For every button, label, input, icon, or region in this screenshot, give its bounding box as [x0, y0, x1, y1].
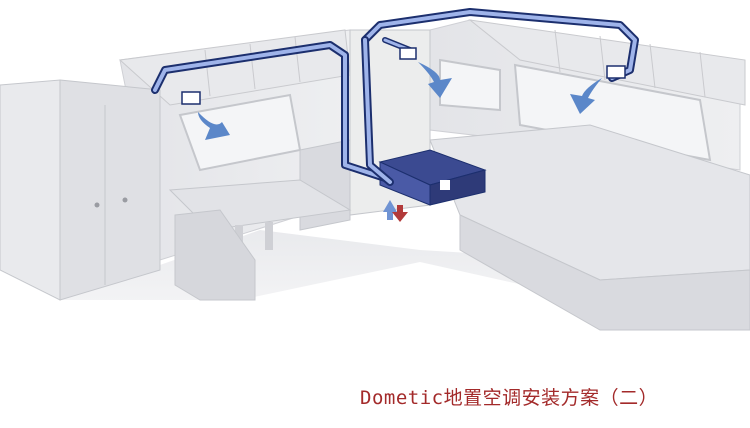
wardrobe-front — [0, 79, 61, 301]
wardrobe-side — [59, 79, 161, 301]
caption-title: Dometic地置空调安装方案（二） — [360, 387, 659, 409]
airflow-arrow-icon — [418, 62, 452, 98]
airflow-arrow-icon — [198, 112, 230, 140]
bed-front — [459, 214, 750, 331]
ac-duct-system — [151, 8, 639, 186]
upper-cabinets-right — [468, 19, 746, 106]
air-vent-icon — [399, 47, 417, 60]
airflow-arrow-icon — [570, 78, 602, 114]
air-conditioner-unit-icon — [378, 149, 487, 206]
dinette-bench-front — [174, 209, 256, 301]
supply-return-arrows-icon — [383, 200, 408, 222]
right-window-left — [439, 58, 501, 112]
air-vent-icon — [606, 65, 626, 79]
right-window-right — [513, 63, 712, 162]
air-vent-icon — [181, 91, 201, 105]
